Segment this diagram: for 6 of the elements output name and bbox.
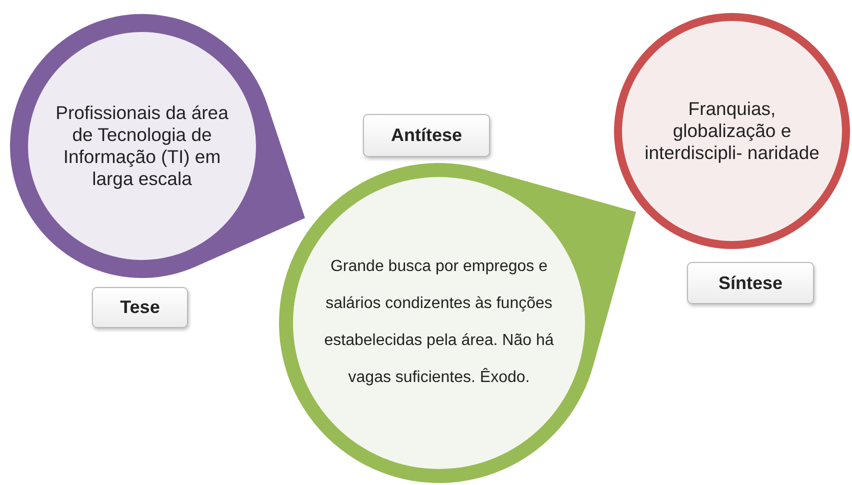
stage-label: Tese	[92, 287, 188, 328]
bubble-text: Franquias, globalização e interdiscipli- naridade	[644, 98, 820, 164]
stage-label: Síntese	[687, 262, 814, 304]
stage-label: Antítese	[363, 114, 490, 157]
bubble-text: Grande busca por empregos e salários condizentes às funções estabelecidas pela área. Não há vagas suficientes. Êxodo.	[323, 257, 555, 388]
bubble-text: Profissionais da área de Tecnologia de Informação (TI) em larga escala	[54, 102, 230, 190]
